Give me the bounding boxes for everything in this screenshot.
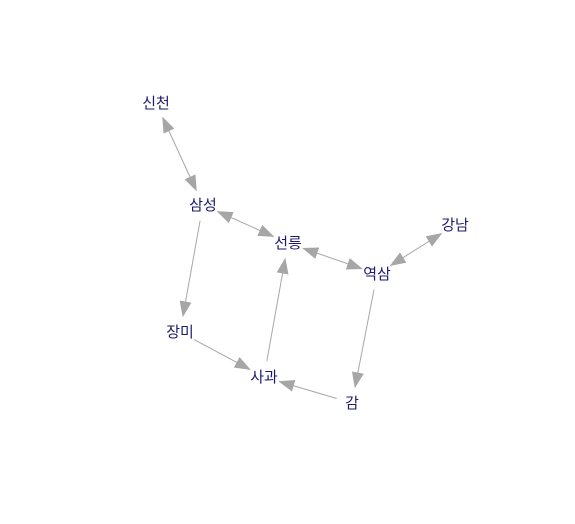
node-sinchon: 신천 [142, 94, 170, 112]
edge-jangmi-sagwa [193, 339, 251, 370]
edge-samseong-jangmi [179, 220, 201, 318]
node-sagwa: 사과 [250, 368, 278, 386]
node-samseong: 삼성 [189, 196, 217, 214]
edge-sagwa-seolleung [266, 257, 289, 362]
node-seolleung: 선릉 [274, 234, 302, 252]
edge-yeoksam-gangnam [389, 232, 443, 267]
node-gam: 감 [345, 394, 359, 412]
node-jangmi: 장미 [166, 323, 194, 341]
edge-yeoksam-gam [351, 289, 375, 389]
edge-seolleung-yeoksam [302, 247, 363, 270]
edge-samseong-seolleung [216, 211, 275, 237]
edges-layer [162, 116, 443, 399]
node-gangnam: 강남 [441, 216, 469, 234]
node-yeoksam: 역삼 [363, 265, 391, 283]
edge-gam-sagwa [278, 380, 337, 399]
edge-sinchon-samseong [162, 116, 197, 192]
